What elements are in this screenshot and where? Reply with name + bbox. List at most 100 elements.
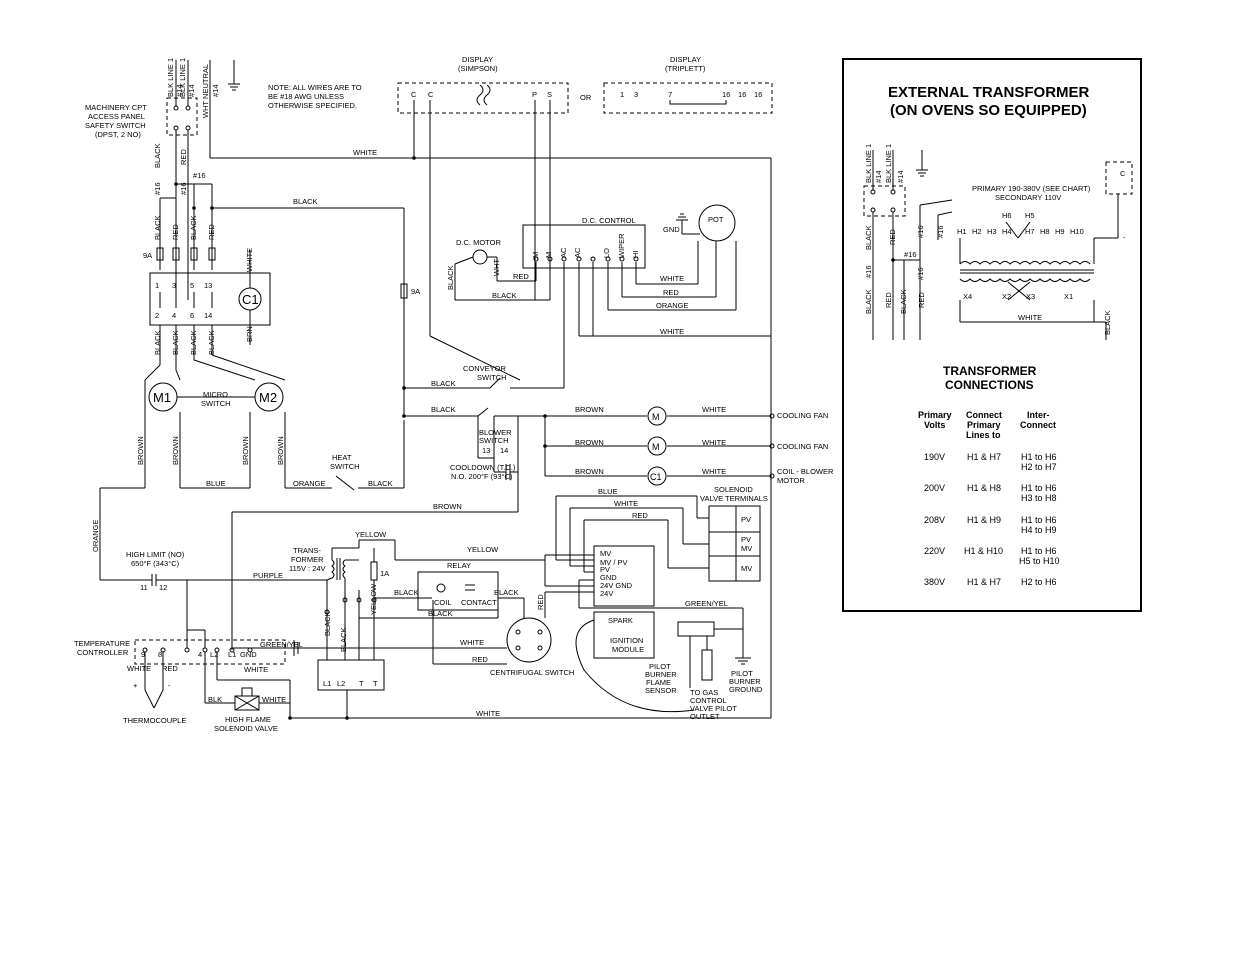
wire-label-black: BLACK xyxy=(339,627,348,652)
gas-control-label: TO GAS xyxy=(690,688,718,697)
cooling-fan-motor xyxy=(647,436,667,456)
terminal-label: 7 xyxy=(668,90,672,99)
wire-label-black: BLACK xyxy=(864,289,873,314)
awg-label: #16 xyxy=(153,182,162,195)
awg-label: #14 xyxy=(874,170,883,183)
fuse-rating: 9A xyxy=(411,287,420,296)
cooldown-label: COOLDOWN (T.C.) xyxy=(450,463,516,472)
terminal-label: MV / PV xyxy=(600,558,628,567)
terminal-label: P xyxy=(532,90,537,99)
panel-title: EXTERNAL TRANSFORMER xyxy=(888,84,1090,101)
terminal-label: 6 xyxy=(190,311,194,320)
wire-label-orange: ORANGE xyxy=(656,301,689,310)
transformer-label: TRANS- xyxy=(293,546,321,555)
awg-label: #16 xyxy=(904,250,917,259)
pilot-ground-label: GROUND xyxy=(729,685,763,694)
wire-label-black: BLACK xyxy=(394,588,419,597)
terminal-label: LO xyxy=(602,248,611,258)
note-text: OTHERWISE SPECIFIED. xyxy=(268,101,357,110)
wire-label-brown: BROWN xyxy=(171,436,180,465)
conveyor-switch-label: SWITCH xyxy=(477,373,507,382)
control-transformer: TRANS- FORMER 115V : 24V xyxy=(289,539,395,590)
display-label: (TRIPLETT) xyxy=(665,64,706,73)
wire-label-white: WHITE xyxy=(702,405,726,414)
motor-label: M xyxy=(652,442,660,452)
wire-label-white: WHITE xyxy=(702,467,726,476)
terminal-label: 24V GND xyxy=(600,581,633,590)
ignition-module-label: MODULE xyxy=(612,645,644,654)
wire-label-black: BLACK xyxy=(323,611,332,636)
wire-label-white: WHITE xyxy=(614,499,638,508)
col-header: Primary xyxy=(918,410,952,420)
wire-label-black: BLACK xyxy=(899,289,908,314)
high-flame-label: SOLENOID VALVE xyxy=(214,724,278,733)
cpt-label: (DPST, 2 NO) xyxy=(95,130,141,139)
cpt-label: ACCESS PANEL xyxy=(88,112,145,121)
coil-blower-label: COIL - BLOWER xyxy=(777,467,834,476)
terminal-label: 3 xyxy=(172,281,176,290)
solenoid-label: VALVE TERMINALS xyxy=(700,494,768,503)
tap-label: H4 xyxy=(1002,227,1012,236)
wire-label-black: BLACK xyxy=(189,215,198,240)
terminal-label: PV xyxy=(741,535,751,544)
cpt-label: SAFETY SWITCH xyxy=(85,121,146,130)
external-transformer-panel: EXTERNAL TRANSFORMER (ON OVENS SO EQUIPP… xyxy=(842,58,1142,612)
gas-control-label: VALVE PILOT xyxy=(690,704,737,713)
tap-label: H2 xyxy=(972,227,982,236)
col-header: Lines to xyxy=(966,430,1001,440)
terminal-label: 1 xyxy=(620,90,624,99)
pilot-ground-label: PILOT xyxy=(731,669,753,678)
terminal-label: L2 xyxy=(337,679,345,688)
flame-sensor-label: SENSOR xyxy=(645,686,677,695)
motor-m2-label: M2 xyxy=(259,390,277,405)
power-entry: BLK LINE 1 #14 BLK LINE 1 #14 WHT NEUTRA… xyxy=(85,58,362,300)
terminal-label: 13 xyxy=(204,281,212,290)
terminal-label: 4 xyxy=(172,311,176,320)
wire-label-brown: BROWN xyxy=(575,405,604,414)
gas-control-label: CONTROL xyxy=(690,696,727,705)
terminal-label: T xyxy=(359,679,364,688)
awg-label: #16 xyxy=(193,171,206,180)
wire-label-red: RED xyxy=(162,664,178,673)
terminal-label: 1 xyxy=(155,281,159,290)
cell-inter: H1 to H6 xyxy=(1021,546,1057,556)
high-flame-label: HIGH FLAME xyxy=(225,715,271,724)
secondary-label: SECONDARY 110V xyxy=(995,193,1061,202)
display-label: DISPLAY xyxy=(462,55,493,64)
terminal-label: C xyxy=(411,90,417,99)
dc-motor-label: D.C. MOTOR xyxy=(456,238,501,247)
polarity-label: + xyxy=(133,681,138,690)
terminal-label: GND xyxy=(240,650,257,659)
ignition-module: MV MV / PV PV GND 24V GND 24V SPARK IGNI… xyxy=(593,545,655,659)
gas-valve-terminal-block: L1 L2 T T xyxy=(317,659,385,691)
terminal-label: C xyxy=(428,90,434,99)
tap-label: H10 xyxy=(1070,227,1084,236)
terminal-label: 16 xyxy=(722,90,730,99)
wire-label-white: WHITE xyxy=(460,638,484,647)
wht-neutral-label: WHT NEUTRAL xyxy=(201,64,210,118)
solenoid-valve-terminals: SOLENOID VALVE TERMINALS PV PV MV MV xyxy=(700,485,768,582)
wire-label-black: BLACK xyxy=(153,215,162,240)
relay-label: RELAY xyxy=(447,561,471,570)
wire-label-black: BLACK xyxy=(153,143,162,168)
gas-control-label: OUTLET xyxy=(690,712,720,721)
cooling-fan-label: COOLING FAN xyxy=(777,442,828,451)
terminal-label: 24V xyxy=(600,589,613,598)
potentiometer: POT GND xyxy=(663,204,736,242)
cell-inter: H5 to H10 xyxy=(1019,556,1060,566)
wire-label-black: BLACK xyxy=(207,330,216,355)
wire-label-black: BLACK xyxy=(864,225,873,250)
wire-label-black: BLACK xyxy=(494,588,519,597)
tap-label: X4 xyxy=(963,292,972,301)
fuse-icon xyxy=(156,247,164,261)
awg-label: #16 xyxy=(864,265,873,278)
terminal-label: PV xyxy=(600,565,610,574)
terminal-label: 8 xyxy=(158,650,162,659)
wire-label-black: BLACK xyxy=(431,379,456,388)
tap-label: H7 xyxy=(1025,227,1035,236)
wire-label-brown: BROWN xyxy=(575,438,604,447)
cell-connect: H1 & H7 xyxy=(967,577,1001,587)
wire-label-white: WHITE xyxy=(1018,313,1042,322)
tap-label: X2 xyxy=(1002,292,1011,301)
